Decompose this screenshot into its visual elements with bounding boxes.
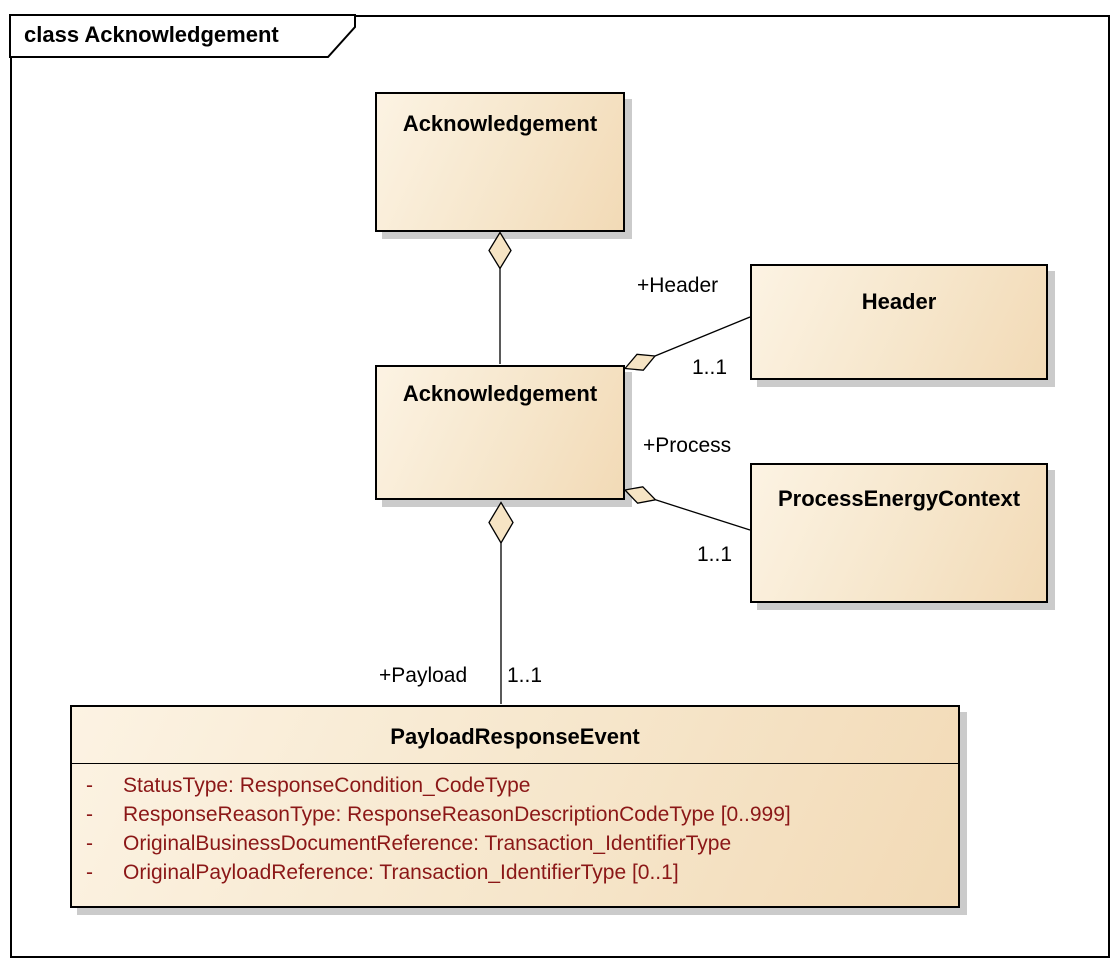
- class-box-acknowledgement-top[interactable]: Acknowledgement: [375, 92, 625, 232]
- attribute-row: - OriginalPayloadReference: Transaction_…: [86, 858, 948, 887]
- class-box-payload-response-event[interactable]: PayloadResponseEvent - StatusType: Respo…: [70, 705, 960, 908]
- attribute-text: StatusType: ResponseCondition_CodeType: [123, 774, 531, 797]
- visibility-marker: -: [86, 774, 93, 797]
- multiplicity-label-process: 1..1: [697, 543, 733, 566]
- class-name: PayloadResponseEvent: [390, 724, 640, 749]
- class-box-header[interactable]: Header: [750, 264, 1048, 380]
- multiplicity-label-header: 1..1: [692, 356, 728, 379]
- attribute-row: - StatusType: ResponseCondition_CodeType: [86, 771, 948, 800]
- attribute-text: OriginalBusinessDocumentReference: Trans…: [123, 832, 732, 855]
- class-name: Acknowledgement: [402, 111, 598, 136]
- attribute-row: - OriginalBusinessDocumentReference: Tra…: [86, 829, 948, 858]
- visibility-marker: -: [86, 803, 93, 826]
- attributes-compartment: - StatusType: ResponseCondition_CodeType…: [72, 764, 958, 887]
- role-label-process: +Process: [643, 434, 732, 457]
- class-box-acknowledgement-mid[interactable]: Acknowledgement: [375, 365, 625, 500]
- role-label-header: +Header: [637, 274, 719, 297]
- attribute-text: OriginalPayloadReference: Transaction_Id…: [123, 861, 679, 884]
- visibility-marker: -: [86, 861, 93, 884]
- role-label-payload: +Payload: [379, 664, 468, 687]
- attribute-text: ResponseReasonType: ResponseReasonDescri…: [123, 803, 791, 826]
- multiplicity-label-payload: 1..1: [507, 664, 543, 687]
- frame-label: class Acknowledgement: [24, 22, 279, 47]
- class-name: Header: [861, 289, 937, 314]
- attribute-row: - ResponseReasonType: ResponseReasonDesc…: [86, 800, 948, 829]
- visibility-marker: -: [86, 832, 93, 855]
- class-name-compartment: PayloadResponseEvent: [72, 707, 958, 764]
- class-box-process-energy-context[interactable]: ProcessEnergyContext: [750, 463, 1048, 603]
- class-name: Acknowledgement: [402, 381, 598, 406]
- class-name: ProcessEnergyContext: [777, 486, 1021, 511]
